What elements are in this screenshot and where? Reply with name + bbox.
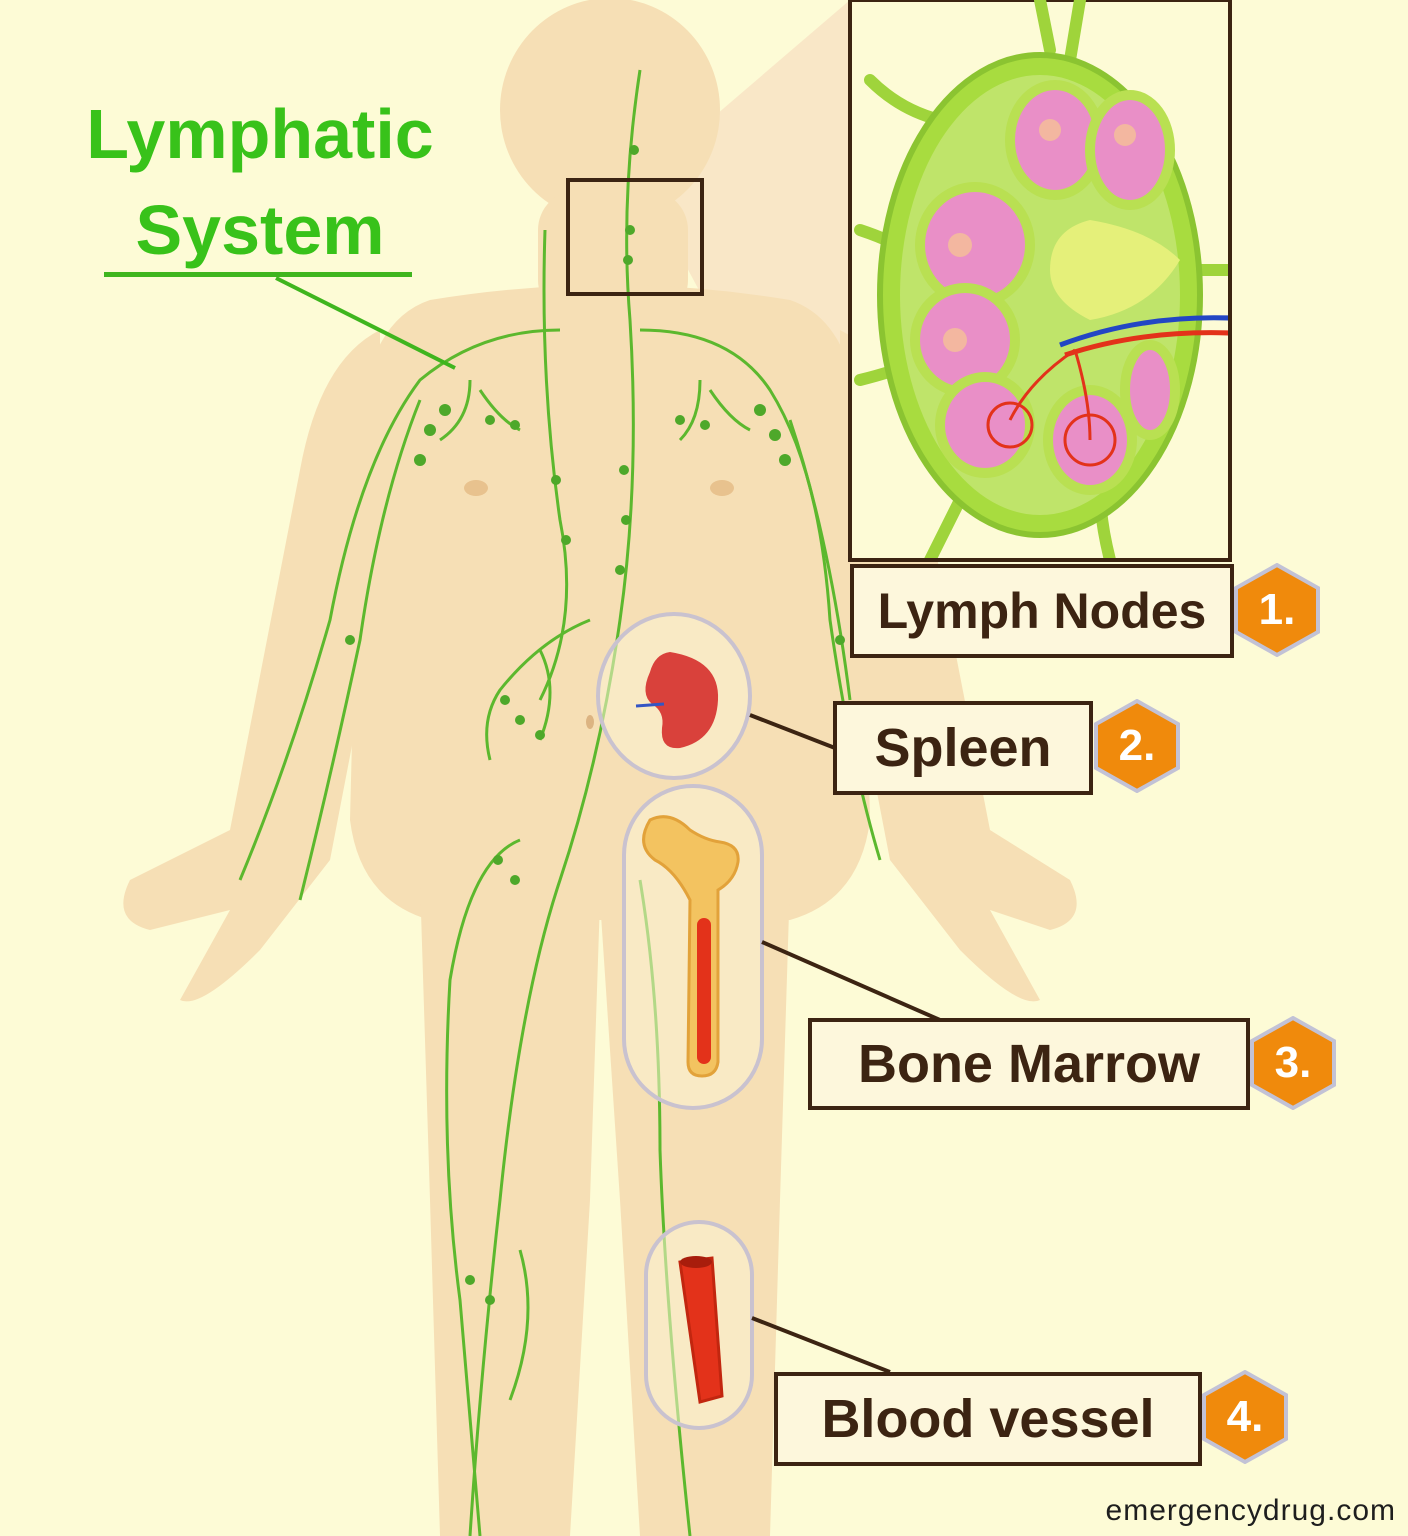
spleen-capsule	[596, 612, 752, 780]
bone-marrow-capsule	[622, 784, 764, 1110]
femur-bone-icon	[642, 815, 740, 1078]
lymph-node-dots	[345, 145, 845, 1305]
badge-1: 1.	[1232, 563, 1322, 657]
badge-4-number: 4.	[1226, 1392, 1264, 1441]
label-text-bone-marrow: Bone Marrow	[857, 1034, 1201, 1094]
blood-vessel-capsule	[644, 1220, 754, 1430]
badge-2: 2.	[1092, 699, 1182, 793]
label-text-blood-vessel: Blood vessel	[821, 1389, 1155, 1449]
label-text-spleen: Spleen	[874, 718, 1052, 778]
marrow-canal	[697, 918, 711, 1064]
badge-3: 3.	[1248, 1016, 1338, 1110]
badge-4: 4.	[1200, 1370, 1290, 1464]
neck-focus-box	[566, 178, 704, 296]
label-lymph-nodes: Lymph Nodes	[850, 564, 1234, 658]
chest-mark-right	[710, 480, 734, 496]
chest-mark-left	[464, 480, 488, 496]
watermark: emergencydrug.com	[1105, 1494, 1396, 1527]
badge-2-number: 2.	[1118, 721, 1156, 770]
spleen-icon	[645, 652, 719, 749]
lymph-node-inset	[848, 0, 1232, 562]
label-text-lymph-nodes: Lymph Nodes	[877, 583, 1207, 639]
title-line-2: System	[135, 191, 385, 269]
label-blood-vessel: Blood vessel	[774, 1372, 1202, 1466]
badge-3-number: 3.	[1274, 1038, 1312, 1087]
label-spleen: Spleen	[833, 701, 1093, 795]
lymphatic-vessels	[238, 69, 882, 1536]
title-underline	[104, 272, 412, 277]
navel	[586, 715, 594, 729]
title-line-1: Lymphatic	[86, 95, 434, 173]
diagram-title: Lymphatic System	[60, 86, 460, 278]
connector-lines	[749, 713, 941, 1374]
badge-1-number: 1.	[1258, 585, 1296, 634]
label-bone-marrow: Bone Marrow	[808, 1018, 1250, 1110]
title-pointer-line	[275, 276, 456, 370]
